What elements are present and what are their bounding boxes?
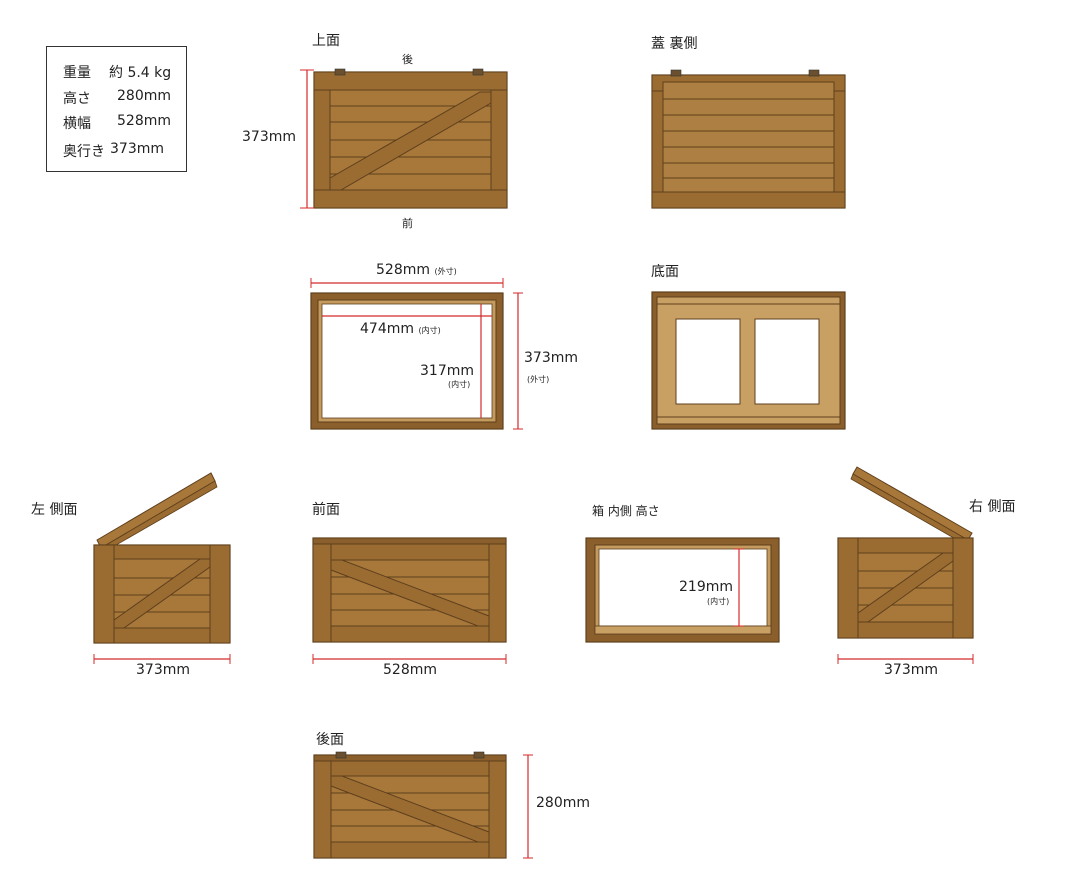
spec-depth: 奥行き 373mm bbox=[63, 141, 164, 160]
inner-height-note: (内寸) bbox=[707, 597, 730, 606]
inner-depth-label: 317mm bbox=[420, 363, 474, 379]
lid-back-title: 蓋 裏側 bbox=[651, 36, 698, 52]
outer-depth-label: 373mm bbox=[524, 350, 578, 366]
right-view-width-label: 373mm bbox=[884, 662, 938, 678]
right-view-title: 右 側面 bbox=[969, 499, 1016, 515]
inner-height-title: 箱 内側 高さ bbox=[592, 504, 660, 518]
top-view-back-label: 後 bbox=[402, 53, 413, 66]
inner-height-crate bbox=[585, 537, 780, 643]
inner-width-label: 474mm (内寸) bbox=[360, 321, 441, 337]
top-view-front-label: 前 bbox=[402, 217, 413, 230]
back-view-title: 後面 bbox=[316, 732, 344, 748]
outer-width-label: 528mm (外寸) bbox=[376, 262, 457, 278]
top-view-crate bbox=[300, 68, 508, 209]
bottom-crate bbox=[651, 291, 846, 430]
front-crate bbox=[312, 537, 507, 664]
outer-depth-note: (外寸) bbox=[527, 375, 550, 384]
left-view-title: 左 側面 bbox=[31, 502, 78, 518]
spec-weight: 重量 約 5.4 kg bbox=[63, 65, 172, 81]
bottom-view-title: 底面 bbox=[651, 264, 679, 280]
top-view-title: 上面 bbox=[312, 33, 340, 49]
top-view-depth-label: 373mm bbox=[242, 129, 296, 145]
spec-height: 高さ 280mm bbox=[63, 88, 171, 107]
front-view-title: 前面 bbox=[312, 502, 340, 518]
back-view-height-label: 280mm bbox=[536, 795, 590, 811]
spec-width: 横幅 528mm bbox=[63, 113, 171, 132]
inner-depth-note: (内寸) bbox=[448, 380, 471, 389]
right-side-crate bbox=[837, 466, 974, 664]
left-view-width-label: 373mm bbox=[136, 662, 190, 678]
inner-top-crate bbox=[310, 278, 523, 430]
spec-box: 重量 約 5.4 kg 高さ 280mm 横幅 528mm 奥行き 373mm bbox=[46, 46, 187, 172]
back-crate bbox=[313, 751, 533, 859]
front-view-width-label: 528mm bbox=[383, 662, 437, 678]
lid-back-crate bbox=[651, 69, 846, 209]
inner-height-label: 219mm bbox=[679, 579, 733, 595]
left-side-crate bbox=[93, 472, 231, 664]
